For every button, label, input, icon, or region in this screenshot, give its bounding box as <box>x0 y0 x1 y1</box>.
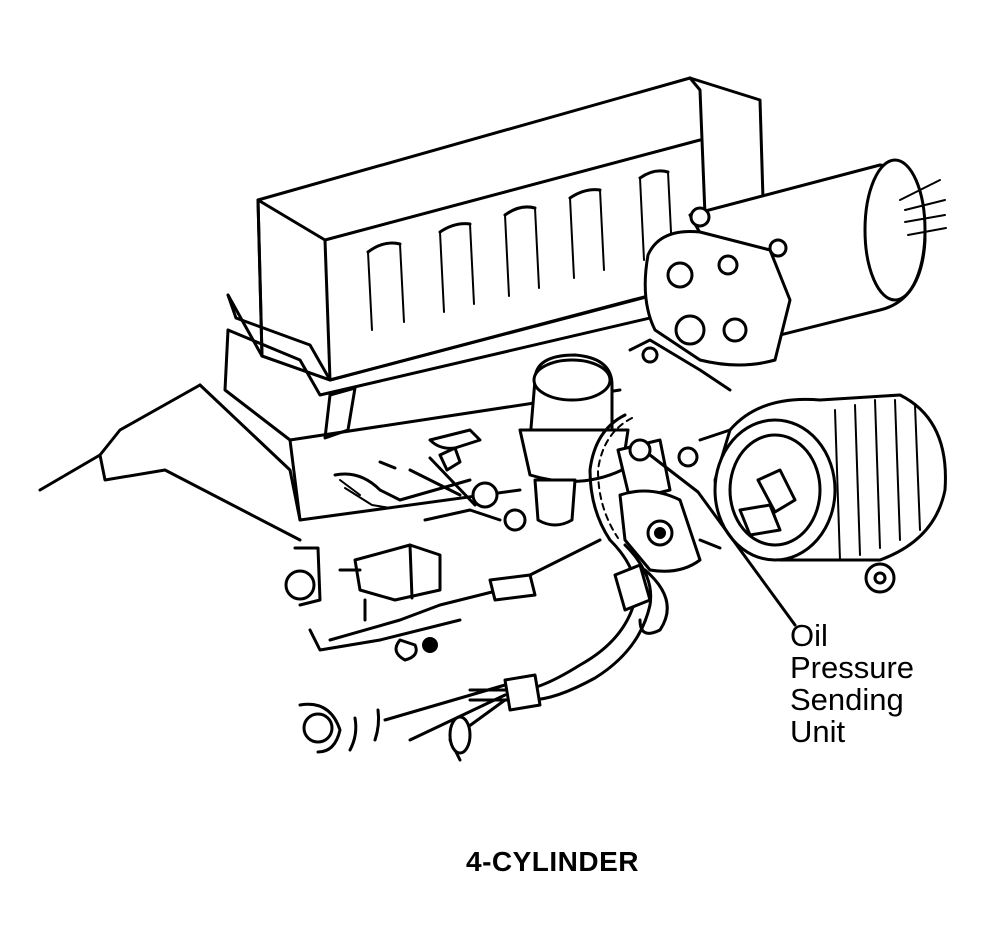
callout-line-1: Oil <box>790 618 828 653</box>
callout-line-3: Sending <box>790 682 904 717</box>
figure-caption: 4-CYLINDER <box>466 846 640 877</box>
callout-line-2: Pressure <box>790 650 915 685</box>
callout-line-4: Unit <box>790 714 846 749</box>
bracket <box>628 206 792 392</box>
wiring-harness <box>328 413 669 762</box>
callout-leader-line <box>648 453 797 627</box>
engine-block <box>38 328 622 542</box>
oil-filter <box>518 353 630 527</box>
fasteners <box>284 446 527 754</box>
gasket-rail <box>226 263 772 397</box>
alternator <box>698 393 947 594</box>
callout-label: Oil Pressure Sending Unit <box>790 620 914 748</box>
valve-cover <box>256 76 767 382</box>
oil-pressure-sending-unit <box>616 438 702 573</box>
